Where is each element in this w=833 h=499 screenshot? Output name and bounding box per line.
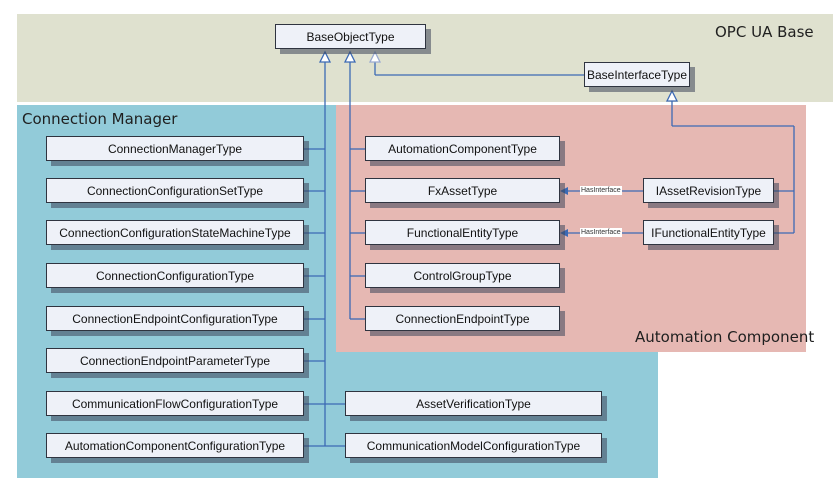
connection-configuration-state-machine-type-box[interactable]: ConnectionConfigurationStateMachineType	[46, 220, 304, 245]
control-group-type-box[interactable]: ControlGroupType	[365, 263, 560, 288]
connection-endpoint-configuration-type-box[interactable]: ConnectionEndpointConfigurationType	[46, 306, 304, 331]
communication-model-configuration-type-box[interactable]: CommunicationModelConfigurationType	[345, 433, 602, 458]
fx-asset-type-box[interactable]: FxAssetType	[365, 178, 560, 203]
asset-verification-type-box[interactable]: AssetVerificationType	[345, 391, 602, 416]
connection-configuration-set-type-box[interactable]: ConnectionConfigurationSetType	[46, 178, 304, 203]
ifunctional-entity-type-box[interactable]: IFunctionalEntityType	[643, 220, 774, 245]
base-interface-type-box[interactable]: BaseInterfaceType	[584, 62, 690, 87]
connection-endpoint-type-box[interactable]: ConnectionEndpointType	[365, 306, 560, 331]
communication-flow-configuration-type-box[interactable]: CommunicationFlowConfigurationType	[46, 391, 304, 416]
automation-component-type-box[interactable]: AutomationComponentType	[365, 136, 560, 161]
functional-entity-type-box[interactable]: FunctionalEntityType	[365, 220, 560, 245]
automation-component-configuration-type-box[interactable]: AutomationComponentConfigurationType	[46, 433, 304, 458]
connection-manager-type-box[interactable]: ConnectionManagerType	[46, 136, 304, 161]
connection-configuration-type-box[interactable]: ConnectionConfigurationType	[46, 263, 304, 288]
connection-manager-region-label: Connection Manager	[22, 110, 178, 128]
connection-endpoint-parameter-type-box[interactable]: ConnectionEndpointParameterType	[46, 348, 304, 373]
has-interface-label-2: HasInterface	[580, 228, 622, 237]
has-interface-label-1: HasInterface	[580, 186, 622, 195]
iasset-revision-type-box[interactable]: IAssetRevisionType	[643, 178, 774, 203]
automation-component-region-label: Automation Component	[635, 328, 815, 346]
base-object-type-box[interactable]: BaseObjectType	[275, 24, 426, 49]
base-region-label: OPC UA Base	[715, 23, 814, 41]
